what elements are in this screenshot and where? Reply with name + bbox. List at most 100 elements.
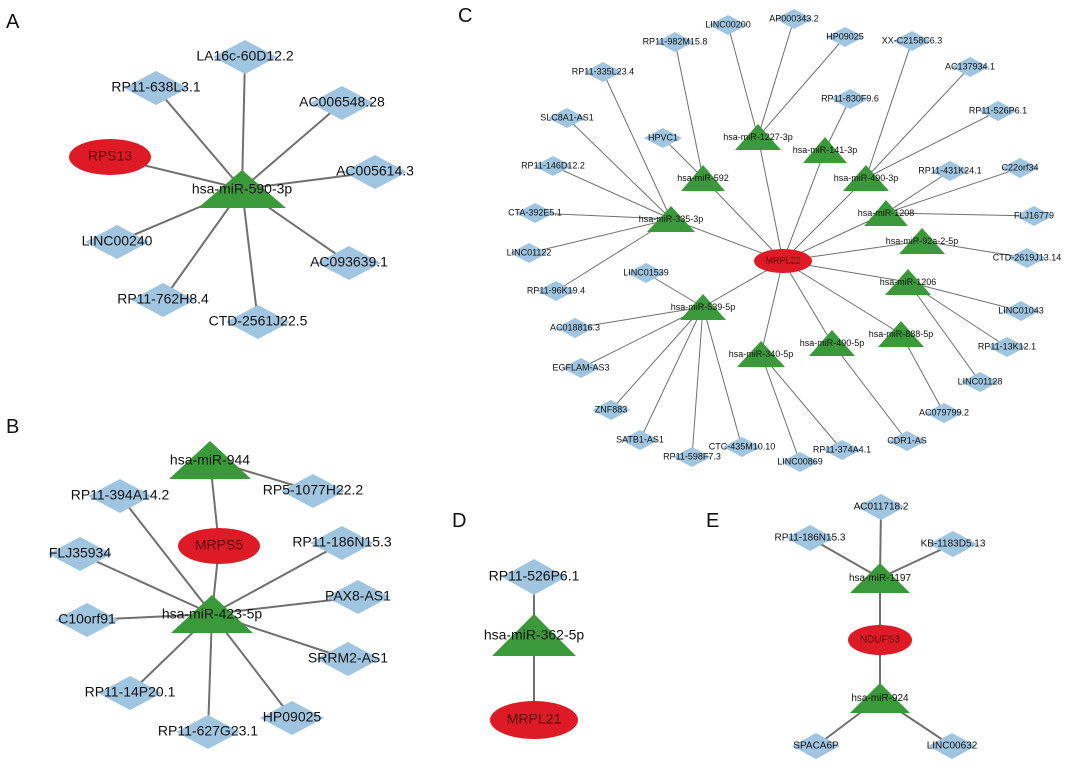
node-c_satb[interactable]: SATB1-AS1 — [616, 430, 664, 450]
node-label: C10orf91 — [58, 611, 116, 627]
panel-letter-e: E — [706, 510, 719, 532]
node-a4[interactable]: AC005614.3 — [336, 155, 414, 189]
node-c_598[interactable]: RP11-598F7.3 — [663, 447, 721, 467]
edge-c592-c_982 — [674, 41, 704, 179]
node-b9[interactable]: HP09025 — [260, 701, 324, 735]
node-c_96[interactable]: RP11-96K19.4 — [527, 281, 585, 301]
node-e_924[interactable]: hsa-miR-924 — [850, 683, 910, 713]
edge-mir-a3 — [241, 102, 343, 190]
node-c_ctd[interactable]: CTD-2619J13.14 — [993, 248, 1062, 268]
node-label: LINC01128 — [958, 376, 1003, 386]
node-c_cta[interactable]: CTA-392E5.1 — [508, 203, 562, 223]
lncrna-diamond — [656, 32, 694, 52]
edge-mir-a2 — [155, 87, 243, 190]
node-a7[interactable]: RP11-762H8.4 — [117, 283, 209, 317]
node-c490_5[interactable]: hsa-miR-490-5p — [800, 330, 865, 356]
node-b10[interactable]: RP11-627G23.1 — [158, 715, 258, 749]
node-e_linc632[interactable]: LINC00632 — [927, 733, 978, 759]
node-b6[interactable]: C10orf91 — [55, 603, 119, 637]
node-e_ndufs3[interactable]: NDUFS3 — [848, 625, 912, 655]
node-c_146[interactable]: RP11-146D12.2 — [521, 156, 585, 176]
node-a1[interactable]: LA16c-60D12.2 — [196, 40, 294, 74]
edge-c1227-c_ap3 — [757, 18, 795, 138]
node-c1208[interactable]: hsa-miR-1208 — [858, 200, 915, 226]
node-e_ac011[interactable]: AC011718.2 — [854, 494, 909, 520]
node-c_znf[interactable]: ZNF883 — [592, 400, 630, 420]
node-mir[interactable]: hsa-miR-590-3p — [192, 170, 293, 208]
node-c888[interactable]: hsa-miR-888-5p — [869, 321, 934, 347]
node-mrps5[interactable]: MRPS5 — [178, 528, 260, 564]
node-b4[interactable]: FLJ35934 — [48, 537, 112, 571]
node-rps13[interactable]: RPS13 — [69, 139, 151, 175]
mirna-triangle — [735, 124, 781, 150]
node-c_hpvc[interactable]: HPVC1 — [644, 128, 682, 148]
node-e_spaca[interactable]: SPACA6P — [792, 733, 840, 759]
node-mrpl22[interactable]: MRPL22 — [754, 249, 812, 273]
node-a8[interactable]: CTD-2561J22.5 — [209, 305, 308, 339]
node-c340[interactable]: hsa-miR-340-5p — [729, 341, 794, 367]
node-e_1197[interactable]: hsa-miR-1197 — [849, 563, 911, 593]
node-c_ac018[interactable]: AC018816.3 — [550, 318, 600, 338]
node-c_cdr[interactable]: CDR1-AS — [887, 431, 927, 451]
node-c_830[interactable]: RP11-830F9.6 — [821, 89, 879, 109]
node-c141[interactable]: hsa-miR-141-3p — [793, 137, 858, 163]
lncrna-diamond — [226, 305, 290, 339]
node-b3[interactable]: RP11-186N15.3 — [292, 526, 392, 560]
node-c_linc1043[interactable]: LINC01043 — [998, 301, 1044, 321]
node-c_982[interactable]: RP11-982M15.8 — [643, 32, 708, 52]
lncrna-diamond — [510, 243, 548, 263]
node-d_mrpl21[interactable]: MRPL21 — [490, 701, 578, 739]
node-e_186[interactable]: RP11-186N15.3 — [775, 525, 846, 551]
node-c_linc1122[interactable]: LINC01122 — [507, 243, 552, 263]
node-b2[interactable]: RP5-1077H22.2 — [263, 474, 364, 508]
node-c_linc200[interactable]: LINC00200 — [705, 15, 751, 35]
node-c_ctc[interactable]: CTC-435M10.10 — [709, 437, 776, 457]
node-b7[interactable]: SRRM2-AS1 — [308, 642, 388, 676]
node-c_374[interactable]: RP11-374A4.1 — [813, 440, 871, 460]
node-m2[interactable]: hsa-miR-423-5p — [162, 595, 263, 633]
node-c_flj[interactable]: FLJ16779 — [1014, 206, 1054, 226]
node-d_mir[interactable]: hsa-miR-362-5p — [484, 614, 585, 656]
node-b1[interactable]: RP11-394A14.2 — [71, 479, 170, 513]
node-c592[interactable]: hsa-miR-592 — [677, 165, 729, 191]
node-b5[interactable]: PAX8-AS1 — [325, 580, 391, 614]
node-c_ac079[interactable]: AC079799.2 — [919, 403, 969, 423]
node-c335[interactable]: hsa-miR-335-3p — [639, 206, 704, 232]
node-c_431[interactable]: RP11-431K24.1 — [918, 161, 982, 181]
node-c_linc869[interactable]: LINC00869 — [777, 452, 823, 472]
node-a2[interactable]: RP11-638L3.1 — [111, 71, 201, 105]
node-c490_3[interactable]: hsa-miR-490-3p — [834, 165, 899, 191]
node-c92a[interactable]: hsa-miR-92a-2-5p — [886, 228, 959, 254]
node-a5[interactable]: LINC00240 — [82, 225, 153, 259]
node-c_ap3[interactable]: AP000343.2 — [769, 9, 819, 29]
node-a6[interactable]: AC093639.1 — [310, 246, 388, 280]
node-d_rp[interactable]: RP11-526P6.1 — [489, 559, 580, 595]
node-c_ac137[interactable]: AC137934.1 — [945, 57, 995, 77]
node-c_hp[interactable]: HP09025 — [826, 27, 864, 47]
edge-mir-a8 — [241, 188, 259, 323]
node-label: hsa-miR-423-5p — [162, 605, 263, 621]
node-c_xx[interactable]: XX-C2158C6.3 — [882, 31, 943, 51]
node-a3[interactable]: AC006548.28 — [299, 86, 385, 120]
lncrna-diamond — [537, 281, 575, 301]
node-c_13k[interactable]: RP11-13K12.1 — [978, 337, 1036, 357]
node-c_linc1539[interactable]: LINC01539 — [623, 263, 669, 283]
node-e_kb[interactable]: KB-1183D5.13 — [921, 531, 986, 557]
node-label: HP09025 — [263, 709, 322, 725]
node-c1206[interactable]: hsa-miR-1206 — [880, 269, 937, 295]
node-c_slc[interactable]: SLC8A1-AS1 — [540, 108, 594, 128]
edge-m2-b1 — [119, 495, 213, 615]
node-c_egf[interactable]: EGFLAM-AS3 — [552, 358, 610, 378]
node-c539[interactable]: hsa-miR-539-5p — [671, 294, 736, 320]
lncrna-diamond — [621, 430, 659, 450]
node-c1227[interactable]: hsa-miR-1227-3p — [723, 124, 793, 150]
edge-c335-c_146 — [552, 165, 672, 220]
node-c_526[interactable]: RP11-526P6.1 — [969, 101, 1027, 121]
node-b8[interactable]: RP11-14P20.1 — [85, 676, 176, 710]
node-c_linc1128[interactable]: LINC01128 — [958, 372, 1003, 392]
node-label: LINC00869 — [777, 456, 823, 466]
edge-c490_3-c_xx — [865, 40, 913, 179]
node-c_c22[interactable]: C22orf34 — [1001, 158, 1039, 178]
node-c_335l[interactable]: RP11-335L23.4 — [572, 62, 634, 82]
node-m1[interactable]: hsa-miR-944 — [169, 441, 251, 479]
